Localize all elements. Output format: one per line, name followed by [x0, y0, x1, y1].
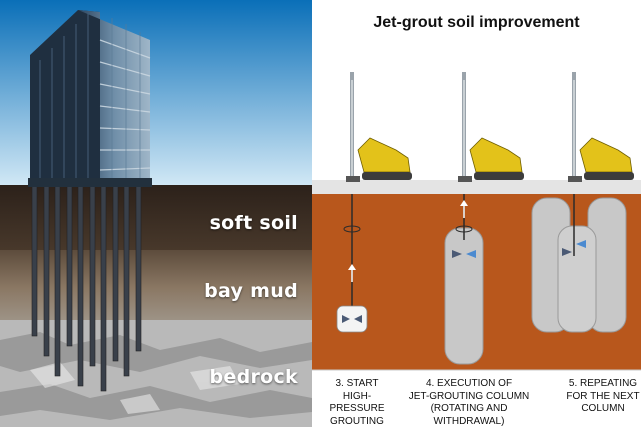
- step3-drill-rod: [336, 194, 368, 333]
- building: [28, 10, 152, 187]
- diagram-title: Jet-grout soil improvement: [373, 14, 580, 31]
- step-4-caption: 4. EXECUTION OF JET-GROUTING COLUMN (ROT…: [408, 378, 530, 427]
- bay-mud-layer: [0, 250, 312, 325]
- step-3-caption: 3. START HIGH-PRESSURE GROUTING: [329, 378, 385, 427]
- step4-column: [444, 194, 484, 365]
- step5-columns: [531, 194, 627, 333]
- soft-soil-label: soft soil: [209, 212, 298, 234]
- foundation-piles: [31, 185, 142, 392]
- process-graphic: [312, 72, 641, 371]
- bedrock-texture: [0, 332, 312, 420]
- ground-surface: [312, 180, 641, 194]
- bedrock-label: bedrock: [209, 366, 298, 388]
- building-soil-graphic: [0, 0, 312, 427]
- drill-rig-3: [568, 72, 634, 182]
- building-soil-panel: soft soil bay mud bedrock: [0, 0, 312, 427]
- jet-grout-process-panel: Jet-grout soil improvement: [312, 0, 641, 427]
- soft-soil-layer: [0, 185, 312, 255]
- step-5-caption: 5. REPEATING FOR THE NEXT COLUMN: [566, 378, 640, 414]
- bay-mud-label: bay mud: [204, 280, 298, 302]
- drill-rig-2: [458, 72, 524, 182]
- drill-rig-1: [346, 72, 412, 182]
